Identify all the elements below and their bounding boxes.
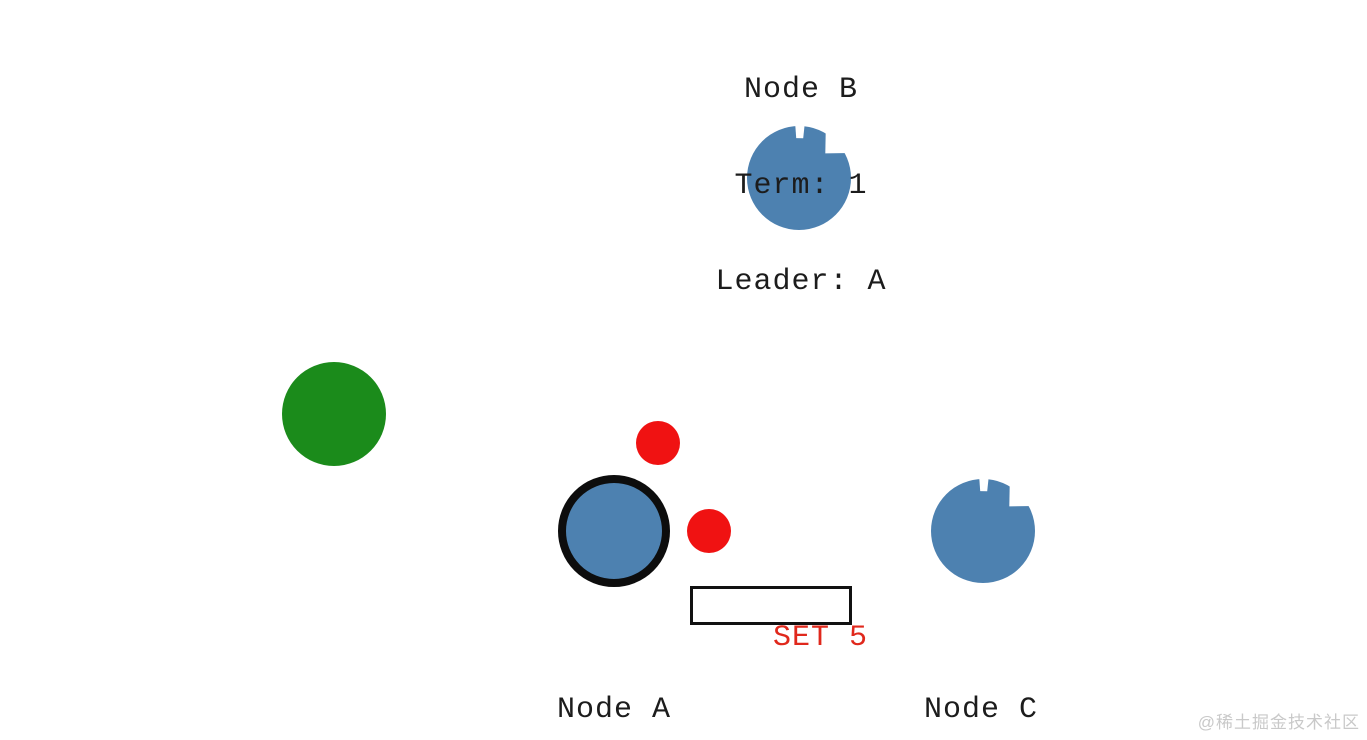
command-box-label: SET 5: [773, 621, 869, 655]
node-a-name: Node A: [556, 693, 672, 727]
node-b-term: Term: 1: [734, 169, 868, 203]
message-dot-1: [636, 421, 680, 465]
node-c-circle[interactable]: [931, 474, 1035, 583]
node-b-label: Node B Term: 1 Leader: A: [715, 10, 886, 362]
node-b-timer-gap-wedge: [825, 127, 851, 154]
node-c-timer-gap-top: [979, 474, 989, 492]
node-b-leader: Leader: A: [715, 265, 887, 299]
node-c-name: Node C: [923, 693, 1039, 727]
node-b-timer-pie: [747, 126, 851, 230]
node-c-timer-pie: [931, 479, 1035, 583]
node-a-leader-circle[interactable]: [558, 475, 670, 587]
watermark-text: @稀土掘金技术社区: [1197, 713, 1360, 732]
node-c-timer-gap-wedge: [1009, 480, 1035, 507]
node-b-name: Node B: [743, 73, 859, 107]
node-b-timer-gap-top: [795, 121, 805, 139]
message-dot-2: [687, 509, 731, 553]
node-a-label: Node A Term: 1: [547, 630, 680, 740]
node-c-label: Node C Term: 1 Leader: A: [895, 630, 1066, 740]
client-circle[interactable]: [282, 362, 386, 466]
node-b-circle[interactable]: [747, 121, 851, 230]
command-box: SET 5: [690, 586, 867, 655]
